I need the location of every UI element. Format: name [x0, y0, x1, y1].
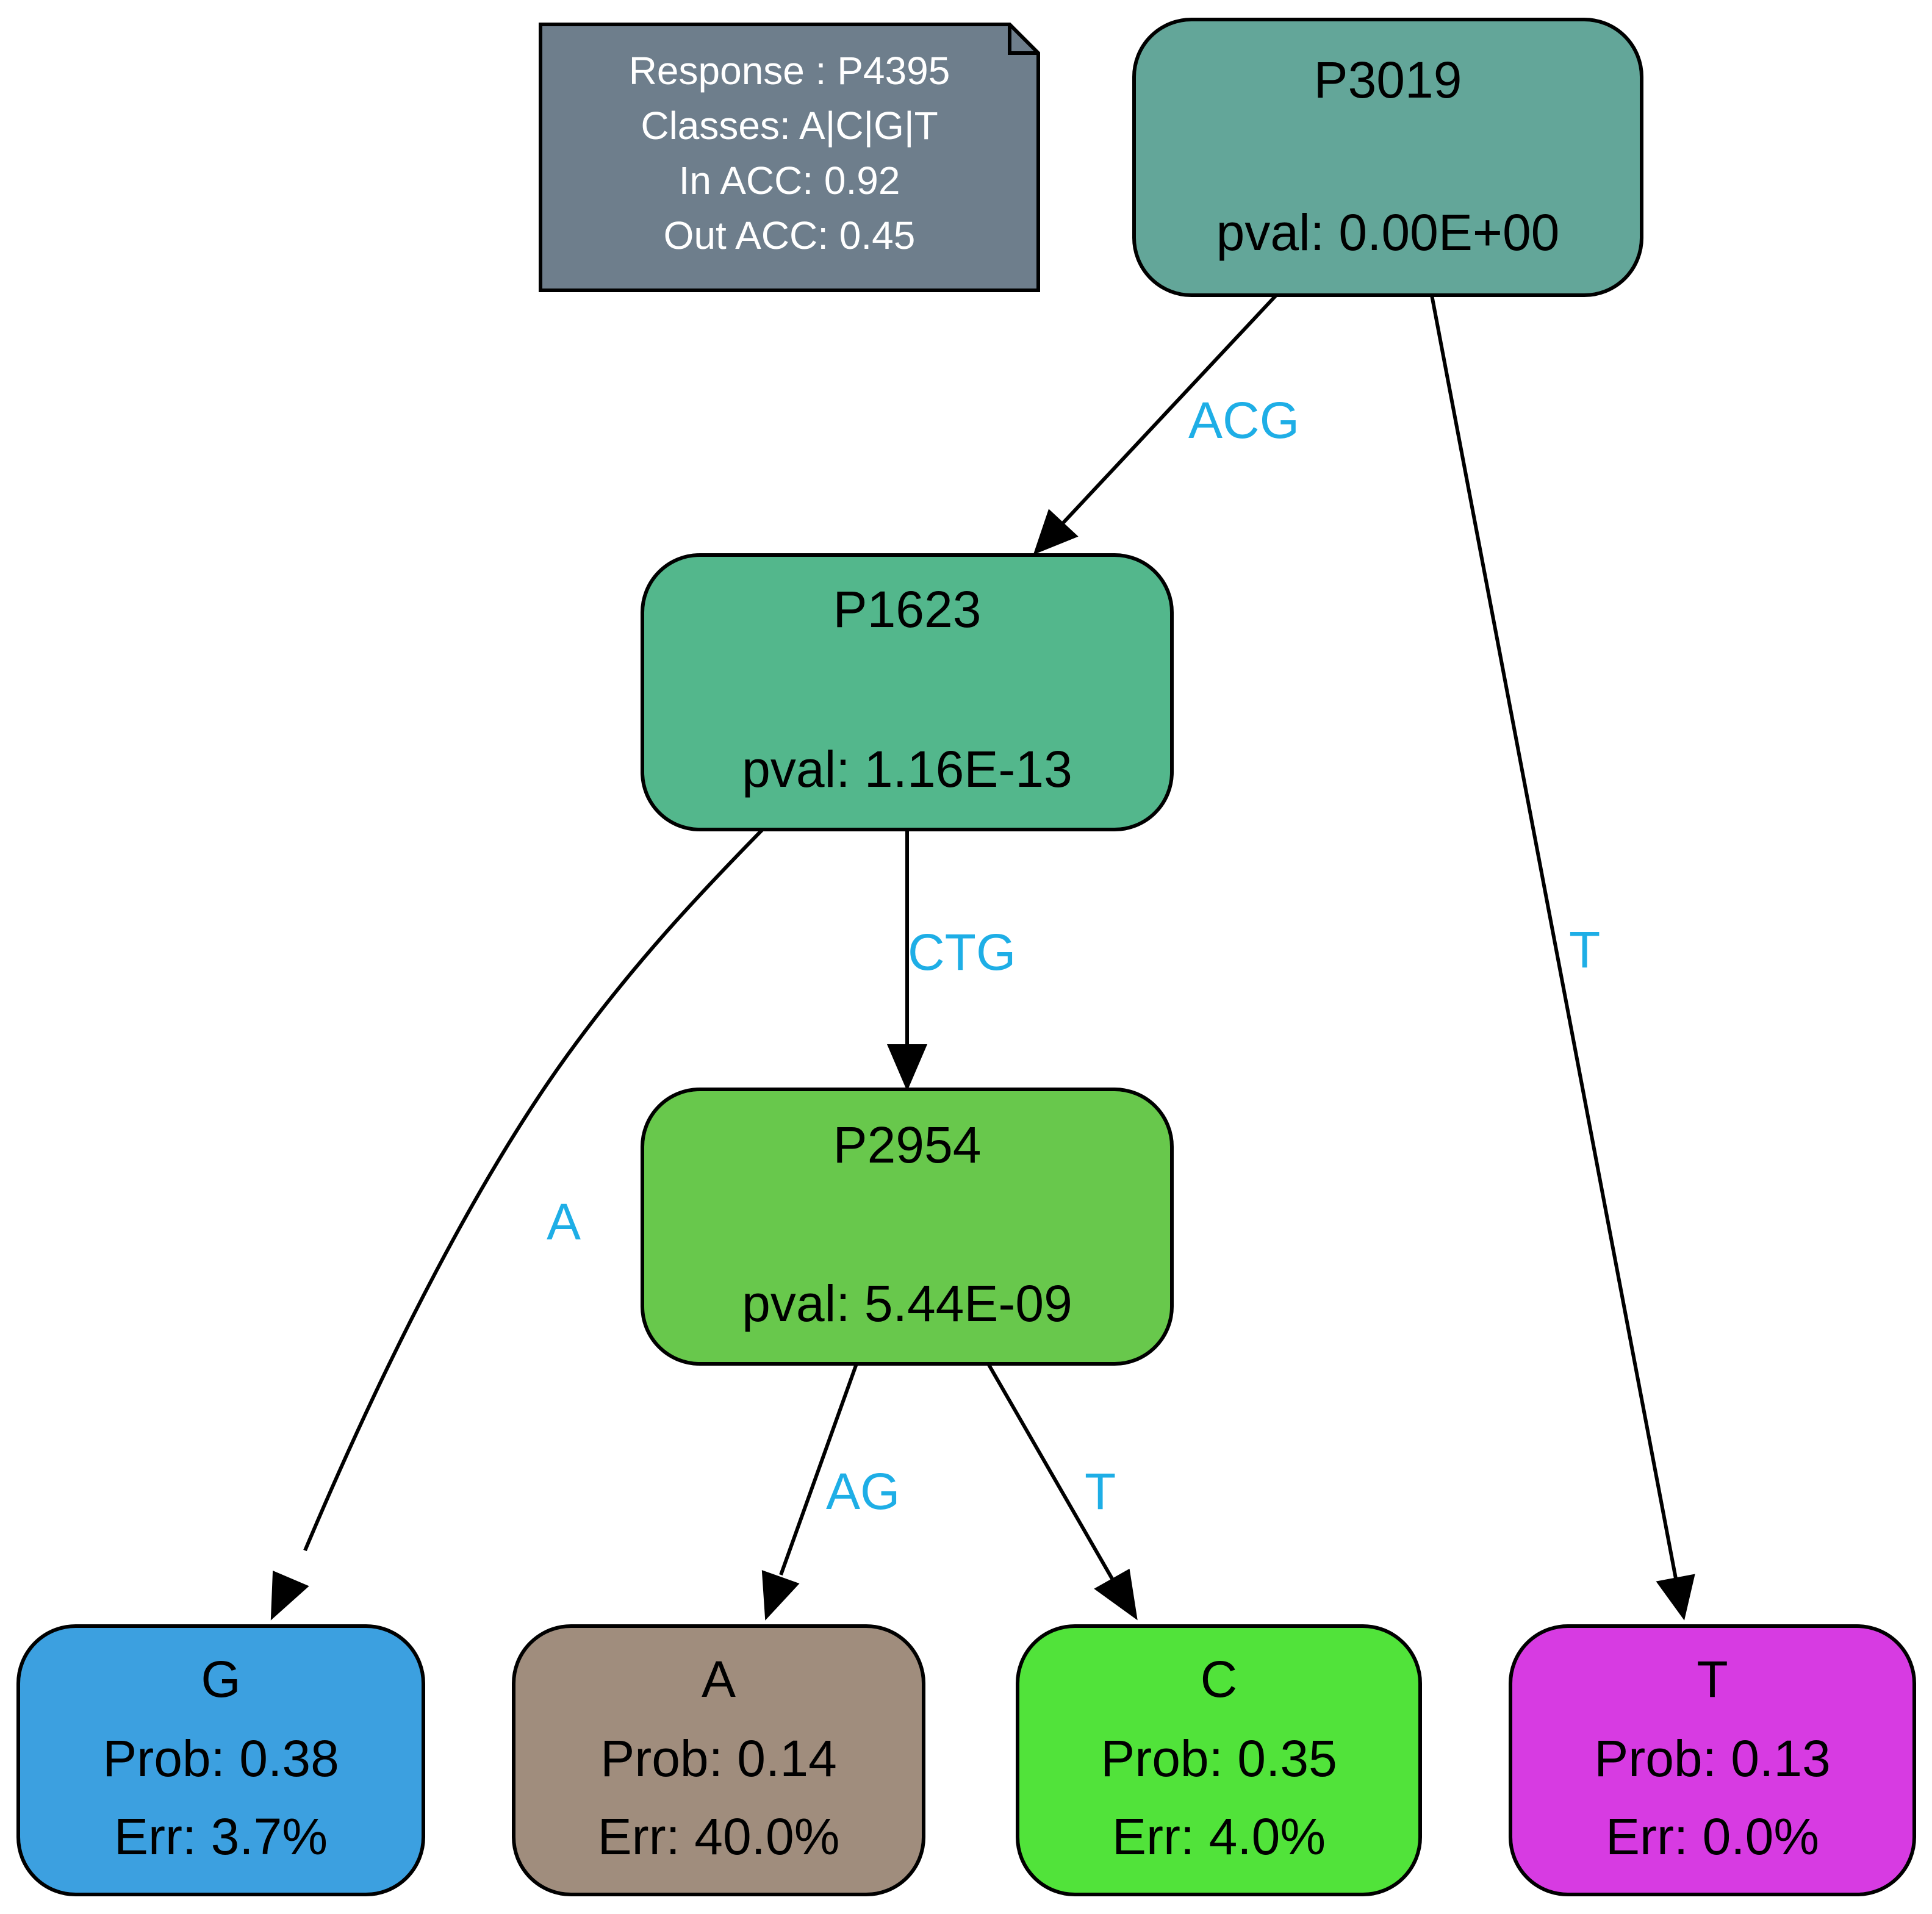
node-p2954-box [641, 1088, 1174, 1366]
edge-label-ctg: CTG [908, 923, 1016, 981]
node-p2954-title: P2954 [833, 1116, 982, 1174]
leaf-c: C Prob: 0.35 Err: 4.0% [1016, 1624, 1422, 1896]
edge-p2954-c [986, 1363, 1115, 1581]
node-p1623-title: P1623 [833, 581, 982, 638]
leaf-c-prob: Prob: 0.35 [1101, 1730, 1337, 1787]
info-in-acc: In ACC: 0.92 [679, 159, 900, 203]
edge-p3019-p1623 [1061, 293, 1278, 525]
node-p3019-box [1132, 18, 1643, 297]
leaf-a-label: A [702, 1651, 736, 1708]
edge-p1623-g-arrow [270, 1571, 309, 1621]
info-note: Response : P4395 Classes: A|C|G|T In ACC… [539, 23, 1040, 292]
leaf-c-box [1016, 1624, 1422, 1896]
edge-p3019-t-arrow [1656, 1574, 1695, 1621]
node-p1623-pval: pval: 1.16E-13 [742, 740, 1072, 798]
node-p3019: P3019 pval: 0.00E+00 [1132, 18, 1643, 297]
leaf-a-box [512, 1624, 925, 1896]
leaf-g-err: Err: 3.7% [114, 1808, 328, 1865]
node-p1623-box [641, 553, 1174, 831]
edge-p2954-c-arrow [1094, 1568, 1138, 1621]
leaf-t-box [1509, 1624, 1916, 1896]
node-p1623: P1623 pval: 1.16E-13 [641, 553, 1174, 831]
leaf-a: A Prob: 0.14 Err: 40.0% [512, 1624, 925, 1896]
edge-p2954-a-arrow [761, 1570, 800, 1621]
node-p3019-pval: pval: 0.00E+00 [1216, 204, 1560, 261]
edge-p2954-a [779, 1363, 858, 1576]
node-p3019-title: P3019 [1314, 51, 1462, 109]
info-note-box [539, 23, 1040, 292]
edge-p1623-p2954-arrow [886, 1044, 928, 1092]
node-p2954: P2954 pval: 5.44E-09 [641, 1088, 1174, 1366]
edge-label-ag: AG [826, 1463, 900, 1520]
edge-label-a: A [547, 1193, 581, 1250]
edges: ACG T A CTG AG T [270, 293, 1695, 1621]
edge-p3019-t [1430, 295, 1678, 1579]
edge-label-t-right: T [1569, 921, 1600, 978]
info-note-fold [1008, 24, 1038, 55]
leaf-g-box [16, 1624, 425, 1896]
node-p2954-pval: pval: 5.44E-09 [742, 1275, 1072, 1332]
leaf-c-label: C [1201, 1651, 1238, 1708]
edge-p3019-p1623-arrow [1033, 509, 1079, 555]
leaf-c-err: Err: 4.0% [1112, 1808, 1326, 1865]
leaf-t: T Prob: 0.13 Err: 0.0% [1509, 1624, 1916, 1896]
edge-label-acg: ACG [1188, 392, 1299, 449]
leaf-g-label: G [201, 1651, 240, 1708]
leaf-a-prob: Prob: 0.14 [600, 1730, 837, 1787]
edge-label-t-mid: T [1085, 1463, 1116, 1520]
leaf-t-prob: Prob: 0.13 [1594, 1730, 1831, 1787]
info-response: Response : P4395 [629, 49, 950, 93]
leaf-t-label: T [1697, 1651, 1728, 1708]
info-classes: Classes: A|C|G|T [641, 104, 938, 148]
edge-p1623-g [303, 828, 764, 1552]
leaf-t-err: Err: 0.0% [1606, 1808, 1819, 1865]
info-out-acc: Out ACC: 0.45 [664, 213, 916, 257]
leaf-g: G Prob: 0.38 Err: 3.7% [16, 1624, 425, 1896]
leaf-g-prob: Prob: 0.38 [102, 1730, 339, 1787]
leaf-a-err: Err: 40.0% [598, 1808, 840, 1865]
